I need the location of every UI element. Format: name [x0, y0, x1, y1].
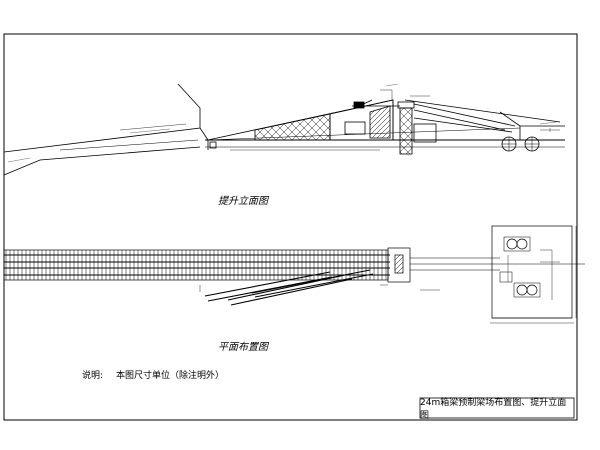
elevation-title: 提升立面图 — [218, 196, 268, 207]
plan-title: 平面布置图 — [218, 342, 268, 353]
elevation-view — [3, 83, 565, 176]
lifting-tower — [399, 107, 413, 155]
winch-house — [413, 123, 437, 143]
note-label: 说明: — [82, 371, 104, 381]
embankment — [3, 83, 201, 176]
drawing-border — [3, 33, 578, 421]
plan-view — [3, 247, 585, 306]
elevation-dimension-marks — [7, 83, 557, 163]
note-text: 本图尺寸单位（除注明外） — [116, 371, 225, 381]
title-block-text: 24m箱梁预制梁场布置图、提升立面图 — [420, 398, 567, 421]
detail-view — [490, 225, 577, 324]
title-block-frame — [419, 397, 575, 419]
